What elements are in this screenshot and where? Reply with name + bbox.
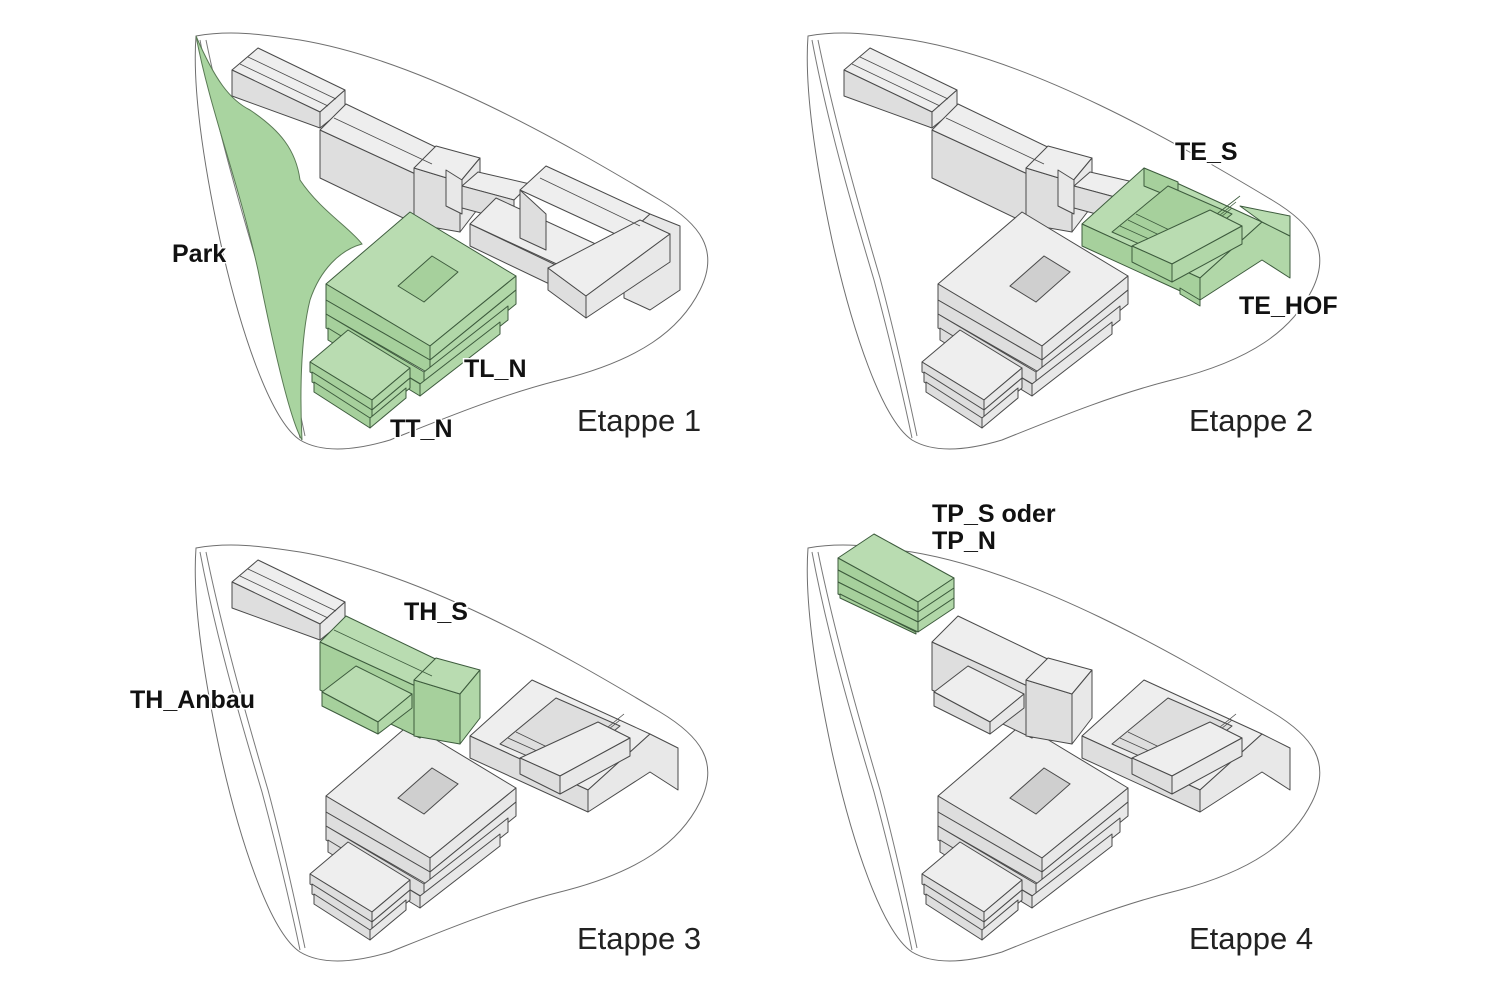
stage-title: Etappe 3 [577,921,701,956]
building-tt-n [309,329,411,429]
label-te-hof: TE_HOF [1239,292,1338,320]
panel-etappe-2: TE_S TE_HOF Etappe 2 [806,32,1339,450]
label-tl-n: TL_N [464,355,527,383]
label-tp-line2: TP_N [932,527,996,555]
panel-etappe-4: TP_S oder TP_N Etappe 4 [806,499,1321,962]
stage-title: Etappe 2 [1189,403,1313,438]
label-tt-n: TT_N [390,415,453,443]
stage-title: Etappe 1 [577,403,701,438]
building-existing [931,615,1093,745]
label-th-s: TH_S [404,598,468,626]
building-th-anbau [321,665,413,735]
label-park: Park [172,240,226,268]
stage-title: Etappe 4 [1189,921,1313,956]
building-tp [837,533,955,635]
park-area [195,35,363,441]
label-th-anbau: TH_Anbau [130,686,255,714]
building-existing [1081,679,1291,813]
label-tp-line1: TP_S oder [932,500,1056,528]
panel-etappe-1: Park TL_N TT_N Etappe 1 [171,32,709,450]
building-te-hof [1131,209,1243,307]
building-existing [469,679,679,813]
label-te-s: TE_S [1175,138,1238,166]
panel-etappe-3: TH_S TH_Anbau Etappe 3 [129,544,709,962]
